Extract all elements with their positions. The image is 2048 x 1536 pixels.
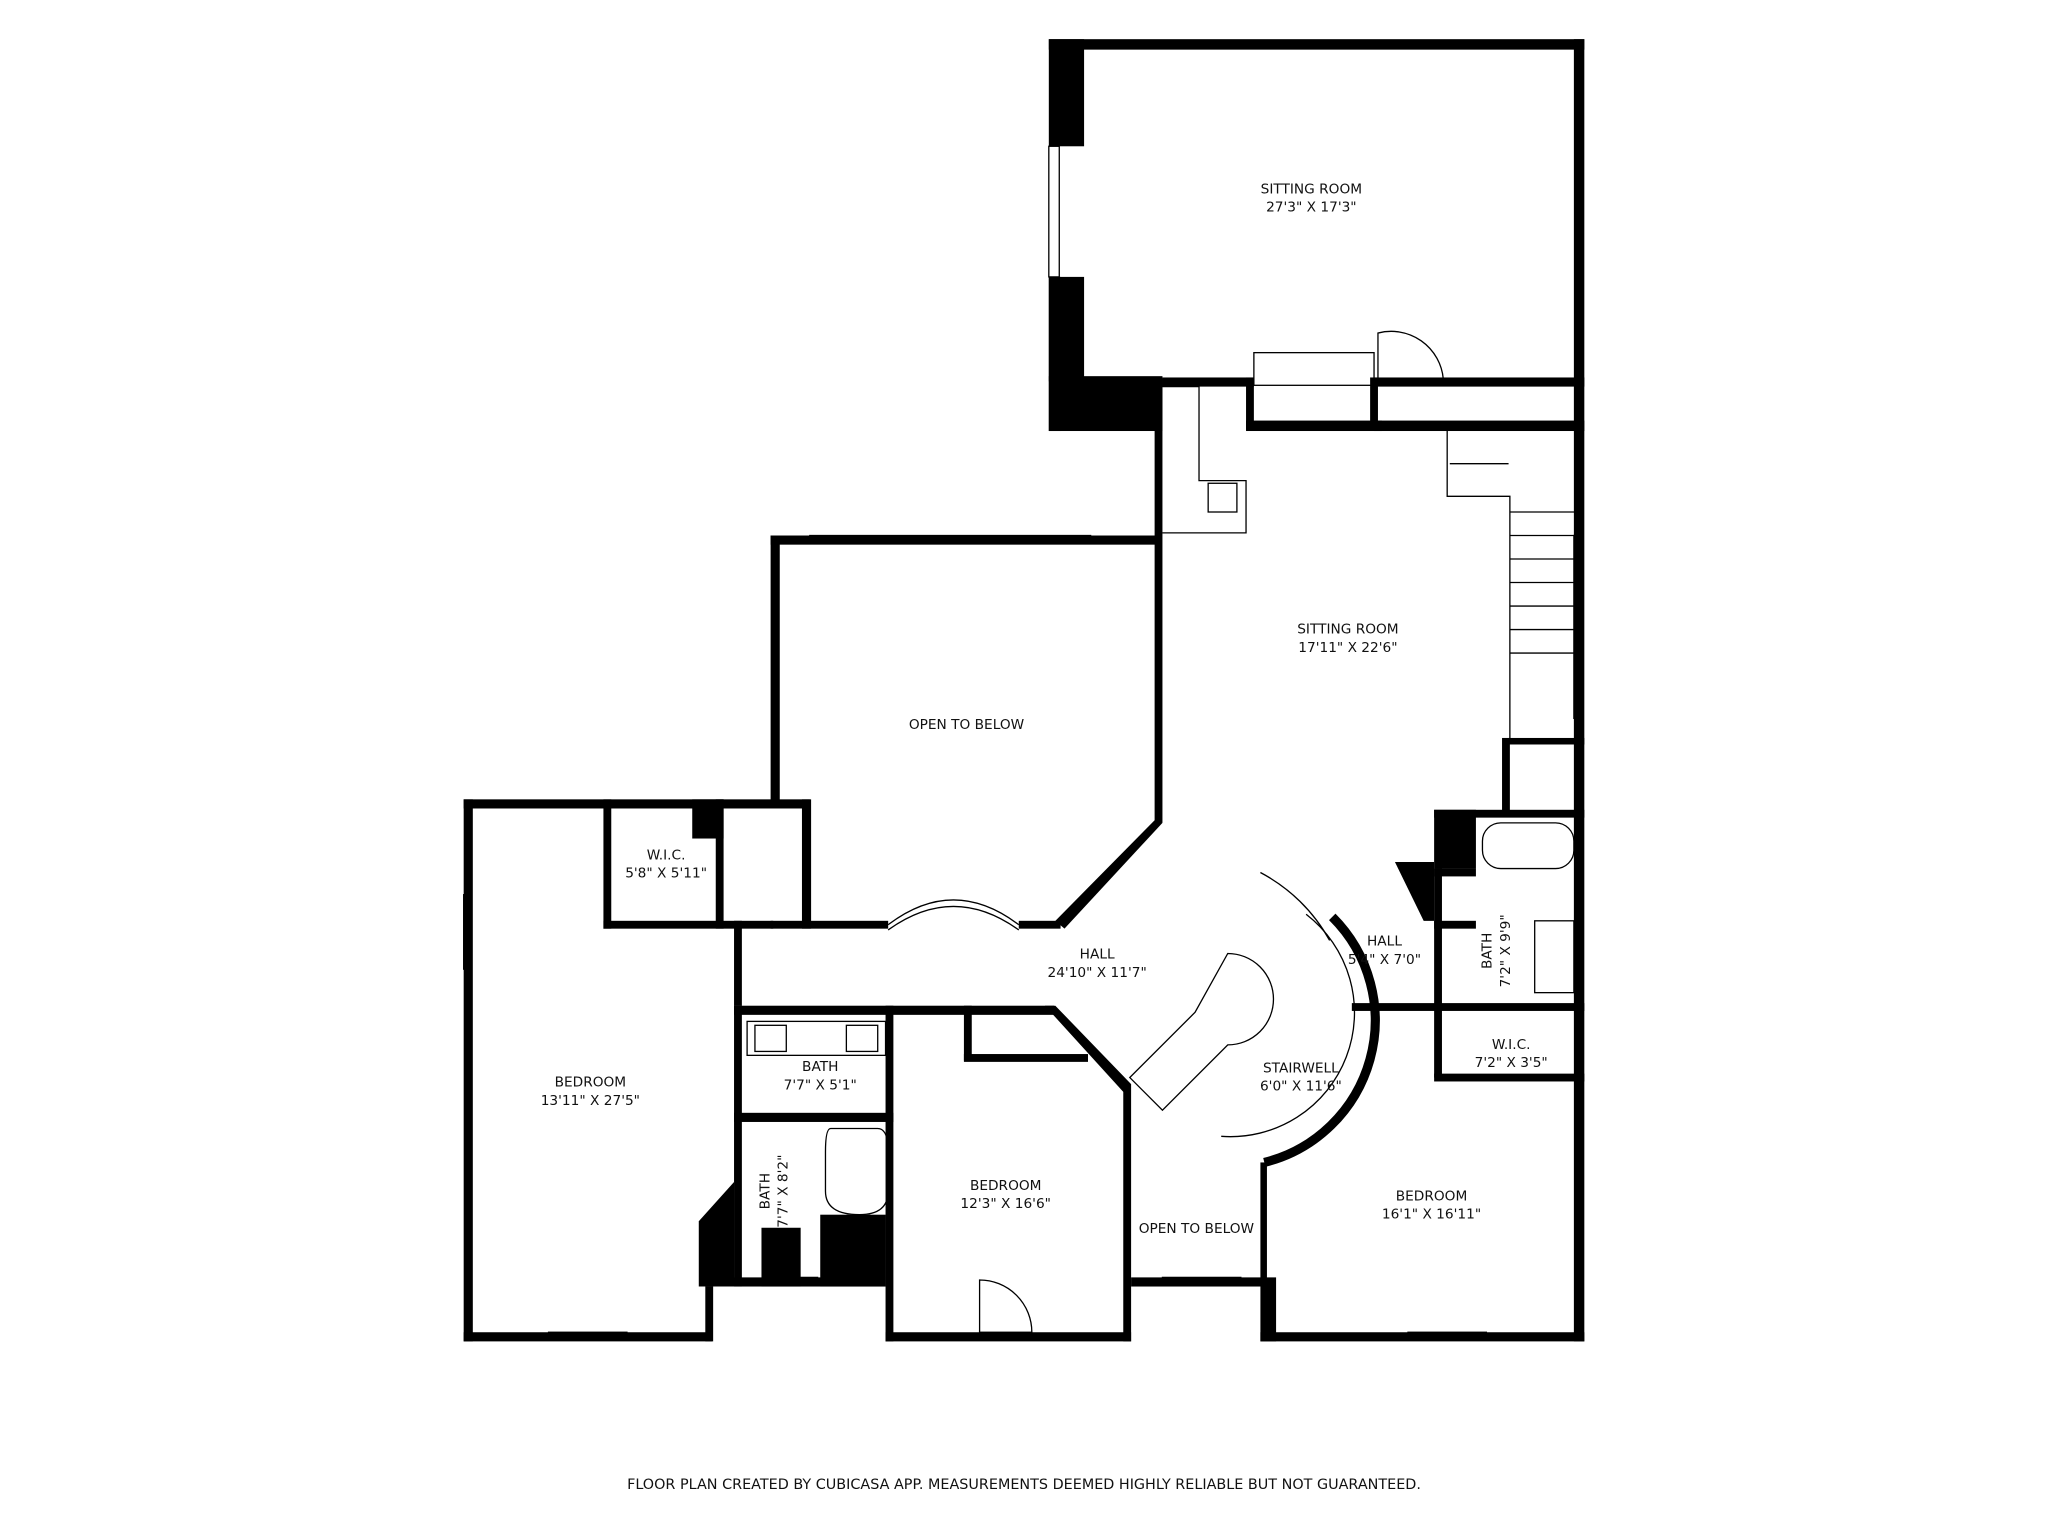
room-size: 5'4" X 7'0": [1348, 952, 1421, 968]
footer-disclaimer: FLOOR PLAN CREATED BY CUBICASA APP. MEAS…: [627, 1477, 1421, 1493]
room-name: OPEN TO BELOW: [909, 717, 1025, 733]
room-name: SITTING ROOM: [1261, 181, 1362, 197]
room-name: BEDROOM: [1396, 1188, 1468, 1204]
room-name: BEDROOM: [555, 1075, 627, 1091]
room-labels: SITTING ROOM 27'3" X 17'3" SITTING ROOM …: [541, 181, 1548, 1237]
room-name: BATH: [802, 1059, 838, 1075]
room-size: 16'1" X 16'11": [1382, 1207, 1481, 1223]
room-size: 12'3" X 16'6": [960, 1196, 1051, 1212]
room-size: 7'2" X 3'5": [1475, 1055, 1548, 1071]
room-name: W.I.C.: [647, 847, 686, 863]
room-name: HALL: [1080, 947, 1115, 963]
room-size: 27'3" X 17'3": [1266, 200, 1357, 216]
room-size: 7'7" X 5'1": [784, 1077, 857, 1093]
room-name: BEDROOM: [970, 1178, 1042, 1194]
room-name: W.I.C.: [1492, 1037, 1531, 1053]
walls: [463, 39, 1585, 1342]
room-name: BATH: [757, 1173, 773, 1209]
room-name: STAIRWELL: [1263, 1060, 1339, 1076]
room-size: 5'8" X 5'11": [625, 866, 707, 882]
room-size: 6'0" X 11'6": [1260, 1079, 1342, 1095]
room-size: 24'10" X 11'7": [1048, 965, 1147, 981]
room-name: BATH: [1480, 933, 1496, 969]
room-name: HALL: [1367, 934, 1402, 950]
room-name: SITTING ROOM: [1297, 621, 1398, 637]
room-name: OPEN TO BELOW: [1139, 1221, 1255, 1237]
room-size: 7'7" X 8'2": [776, 1155, 792, 1228]
room-size: 13'11" X 27'5": [541, 1093, 640, 1109]
room-size: 17'11" X 22'6": [1298, 640, 1397, 656]
room-size: 7'2" X 9'9": [1498, 914, 1514, 987]
